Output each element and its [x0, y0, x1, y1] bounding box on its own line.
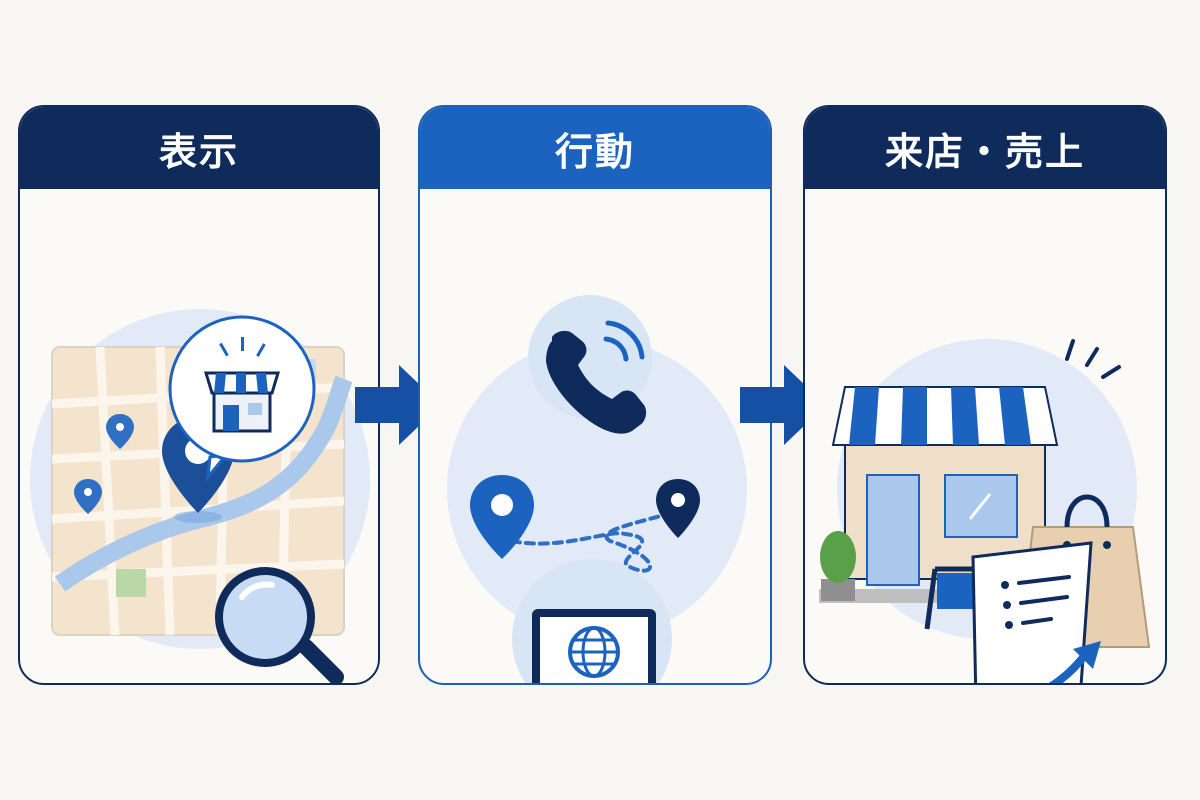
receipt-icon	[971, 541, 1093, 683]
step-title-visit-sales: 来店・売上	[805, 107, 1165, 189]
route-icon	[510, 507, 684, 573]
step-title-display: 表示	[20, 107, 378, 189]
laptop-icon	[532, 609, 656, 683]
magnifier-icon	[215, 567, 344, 683]
step-panel-action: 行動	[418, 105, 772, 685]
trend-up-arrow-icon	[1048, 641, 1101, 683]
step-illustration-display	[20, 189, 378, 683]
globe-icon	[568, 626, 620, 678]
step-panel-visit-sales: 来店・売上	[803, 105, 1167, 685]
storefront-icon	[819, 386, 1059, 603]
location-pin-icon	[74, 414, 134, 514]
location-pin-icon	[470, 475, 700, 559]
step-panel-display: 表示	[18, 105, 380, 685]
step-illustration-action	[420, 189, 770, 683]
phone-icon	[546, 320, 647, 434]
step-title-action: 行動	[420, 107, 770, 189]
store-icon	[168, 315, 316, 482]
plant-icon	[820, 531, 856, 601]
step-illustration-visit-sales	[805, 189, 1165, 683]
